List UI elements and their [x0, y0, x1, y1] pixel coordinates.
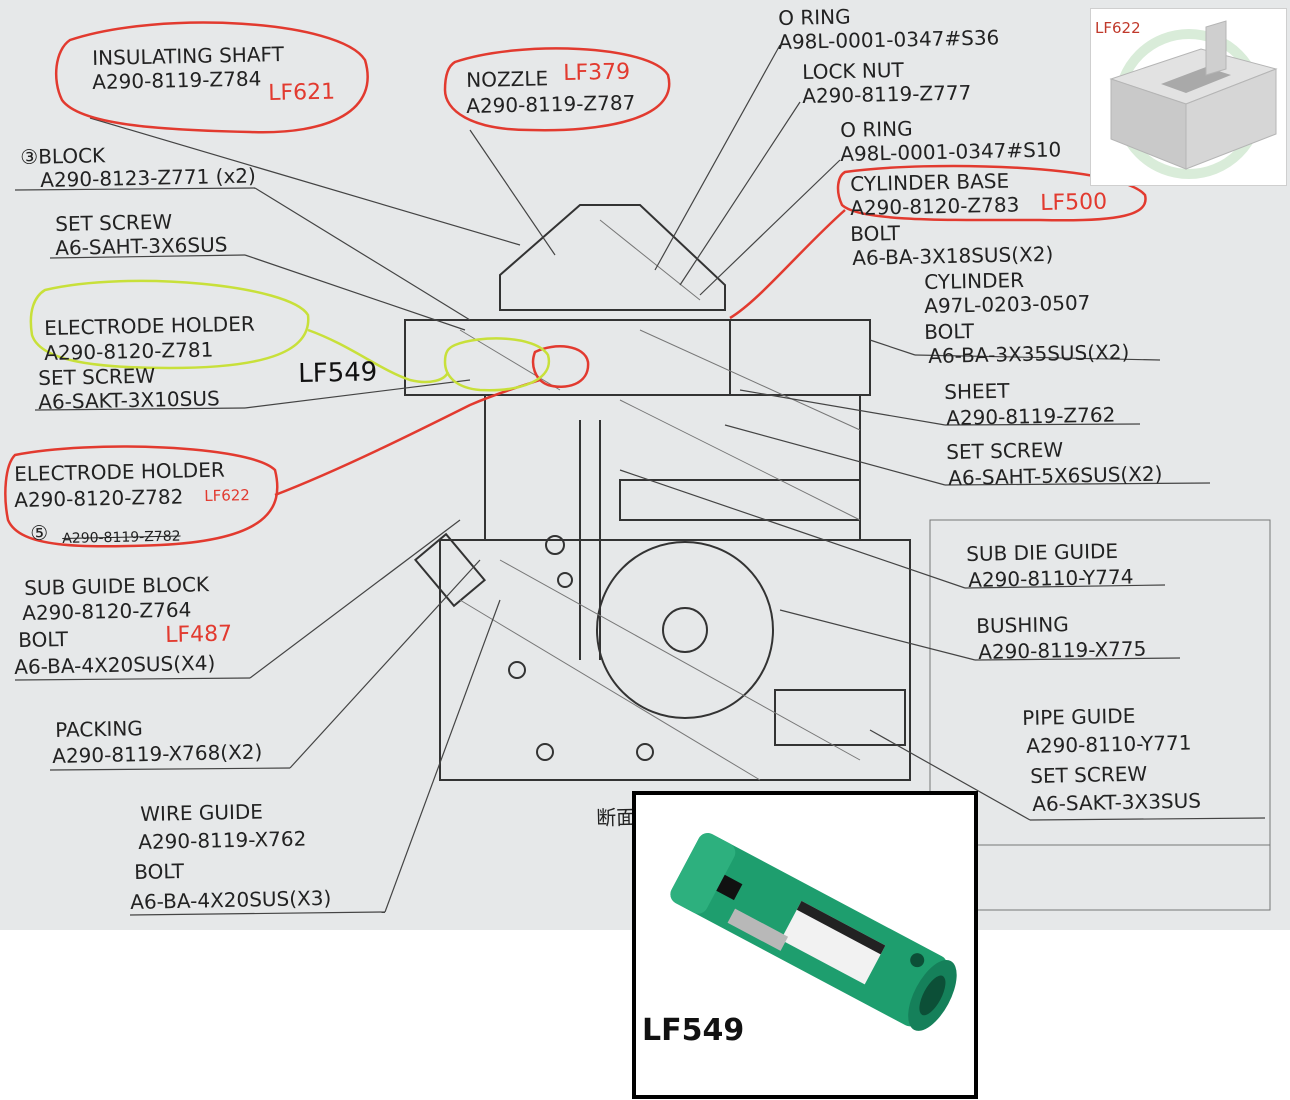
- red-highlight-small: [531, 345, 590, 389]
- red-ellipse-electrode-holder-2: [4, 445, 279, 548]
- electrode-holder-1-part-number: A290-8120-Z781: [44, 337, 214, 365]
- o-ring-top-label: O RING: [778, 4, 851, 30]
- bolt-1-label: BOLT: [850, 220, 901, 246]
- bolt-2-label: BOLT: [924, 318, 975, 344]
- bolt-1-part-number: A6-BA-3X18SUS(X2): [852, 241, 1054, 270]
- sheet-label: SHEET: [944, 378, 1010, 404]
- pipe-guide-label: PIPE GUIDE: [1022, 703, 1136, 730]
- bushing-label: BUSHING: [976, 612, 1069, 638]
- set-screw-1-label: SET SCREW: [55, 209, 173, 236]
- code-lf487: LF487: [164, 621, 233, 648]
- cylinder-base-part-number: A290-8120-Z783: [850, 192, 1020, 220]
- photo-lf549-part: LF549: [632, 791, 978, 1099]
- red-ellipse-cylinder-base: [836, 164, 1147, 222]
- item-5-struck-part-number: A290-8119-Z782: [62, 528, 181, 547]
- wire-guide-label: WIRE GUIDE: [140, 799, 264, 826]
- cylinder-base-label: CYLINDER BASE: [850, 168, 1010, 196]
- yellow-connector: [307, 328, 450, 384]
- o-ring-2-label: O RING: [840, 116, 913, 142]
- electrode-holder-2-label: ELECTRODE HOLDER: [14, 457, 225, 486]
- lock-nut-label: LOCK NUT: [802, 57, 904, 84]
- set-screw-r-label: SET SCREW: [946, 437, 1064, 464]
- yellow-highlight: [443, 337, 551, 392]
- cylinder-outline: [730, 319, 871, 396]
- bolt-4-label: BOLT: [134, 858, 185, 884]
- set-screw-pg-label: SET SCREW: [1030, 761, 1148, 788]
- set-screw-1-part-number: A6-SAHT-3X6SUS: [55, 232, 228, 260]
- nozzle-part-number: A290-8119-Z787: [466, 90, 636, 118]
- packing-part-number: A290-8119-X768(X2): [52, 739, 263, 768]
- roller-outer: [596, 541, 774, 719]
- roller-inner: [662, 607, 708, 653]
- section-mark: 断面: [596, 805, 637, 830]
- sub-die-guide-part-number: A290-8110-Y774: [968, 564, 1134, 592]
- pipe-guide-part-number: A290-8110-Y771: [1026, 730, 1192, 758]
- set-screw-2-part-number: A6-SAKT-3X10SUS: [38, 386, 220, 414]
- yellow-ellipse-electrode-holder-1: [29, 279, 310, 370]
- nozzle-outline: [499, 204, 726, 311]
- sheet-part-number: A290-8119-Z762: [946, 402, 1116, 430]
- lock-nut-part-number: A290-8119-Z777: [802, 80, 972, 108]
- pipe-guide-body: [774, 689, 906, 746]
- sub-guide-block-part-number: A290-8120-Z764: [22, 597, 192, 625]
- bushing-part-number: A290-8119-X775: [978, 636, 1147, 664]
- sub-guide-block-label: SUB GUIDE BLOCK: [24, 572, 210, 600]
- cylinder-label: CYLINDER: [924, 267, 1025, 294]
- code-lf622: LF622: [204, 486, 251, 505]
- lf622-part-render: [1109, 20, 1278, 179]
- bolt-2-part-number: A6-BA-3X35SUS(X2): [928, 339, 1130, 368]
- packing-label: PACKING: [55, 716, 144, 742]
- red-connector-electrode: [274, 378, 541, 497]
- red-connector-cylinder: [729, 209, 846, 320]
- bolt-4-part-number: A6-BA-4X20SUS(X3): [130, 885, 332, 914]
- electrode-holder-2-part-number: A290-8120-Z782: [14, 484, 184, 512]
- inset-code-lf622: LF622: [1095, 19, 1141, 37]
- inset-lf622-part-image: LF622: [1090, 8, 1287, 186]
- code-lf500: LF500: [1039, 189, 1108, 216]
- lf549-part-render: [670, 833, 957, 1031]
- middle-body-outline: [484, 394, 861, 541]
- item-5-marker: ⑤: [30, 520, 49, 545]
- drawing-lines: [4, 21, 1271, 916]
- o-ring-2-part-number: A98L-0001-0347#S10: [840, 137, 1062, 166]
- code-lf621: LF621: [267, 79, 336, 106]
- bolt-3-part-number: A6-BA-4X20SUS(X4): [14, 650, 216, 679]
- set-screw-r-part-number: A6-SAHT-5X6SUS(X2): [948, 461, 1163, 490]
- wire-guide-part-number: A290-8119-X762: [138, 826, 307, 854]
- block-part-number: A290-8123-Z771 (x2): [40, 163, 257, 192]
- sub-die-guide-label: SUB DIE GUIDE: [966, 538, 1119, 566]
- red-ellipse-nozzle: [443, 47, 671, 132]
- set-screw-pg-part-number: A6-SAKT-3X3SUS: [1032, 788, 1202, 816]
- electrode-holder-1-label: ELECTRODE HOLDER: [44, 311, 255, 340]
- set-screw-2-label: SET SCREW: [38, 363, 156, 390]
- upper-body-outline: [404, 319, 731, 396]
- block-label: ③BLOCK: [20, 143, 106, 169]
- cylinder-part-number: A97L-0203-0507: [924, 290, 1091, 318]
- bolt-3-label: BOLT: [18, 626, 69, 652]
- lower-body-outline: [439, 539, 911, 781]
- code-lf379: LF379: [562, 59, 631, 86]
- photo-code-lf549: LF549: [642, 1013, 745, 1048]
- nozzle-label: NOZZLE: [466, 66, 549, 92]
- code-lf549: LF549: [297, 357, 378, 389]
- red-ellipse-insulating-shaft: [55, 21, 369, 134]
- insulating-shaft-part-number: A290-8119-Z784: [92, 66, 262, 94]
- o-ring-top-part-number: A98L-0001-0347#S36: [778, 25, 1000, 54]
- engineering-drawing: INSULATING SHAFT A290-8119-Z784 LF621 NO…: [0, 0, 1290, 930]
